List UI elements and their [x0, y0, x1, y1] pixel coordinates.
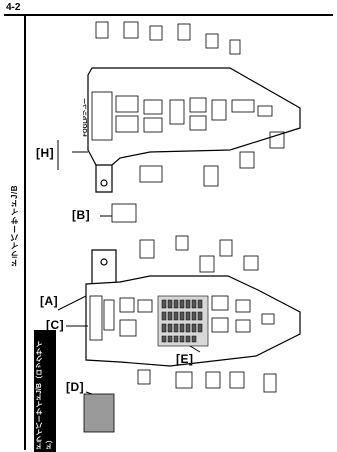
- label-b: [B]: [72, 208, 91, 222]
- left-rule: [24, 14, 26, 450]
- module-d: [83, 393, 115, 433]
- lower-junction-block: [85, 249, 301, 367]
- upper-junction-block: [87, 67, 301, 193]
- top-rule: [4, 14, 333, 16]
- page-number: 4-2: [6, 2, 21, 13]
- label-pointers: [57, 215, 201, 395]
- upper-block-fuse-area: [91, 91, 273, 141]
- label-a: [A]: [40, 294, 59, 308]
- lower-block-connectors: [89, 203, 277, 393]
- label-e: [E]: [176, 352, 194, 366]
- label-d: [D]: [66, 380, 85, 394]
- upper-block-connectors: [95, 21, 285, 187]
- label-h: [H]: [36, 146, 55, 160]
- fuse-grid-e: [161, 299, 203, 343]
- label-c: [C]: [46, 318, 65, 332]
- h-pointer: [57, 140, 88, 170]
